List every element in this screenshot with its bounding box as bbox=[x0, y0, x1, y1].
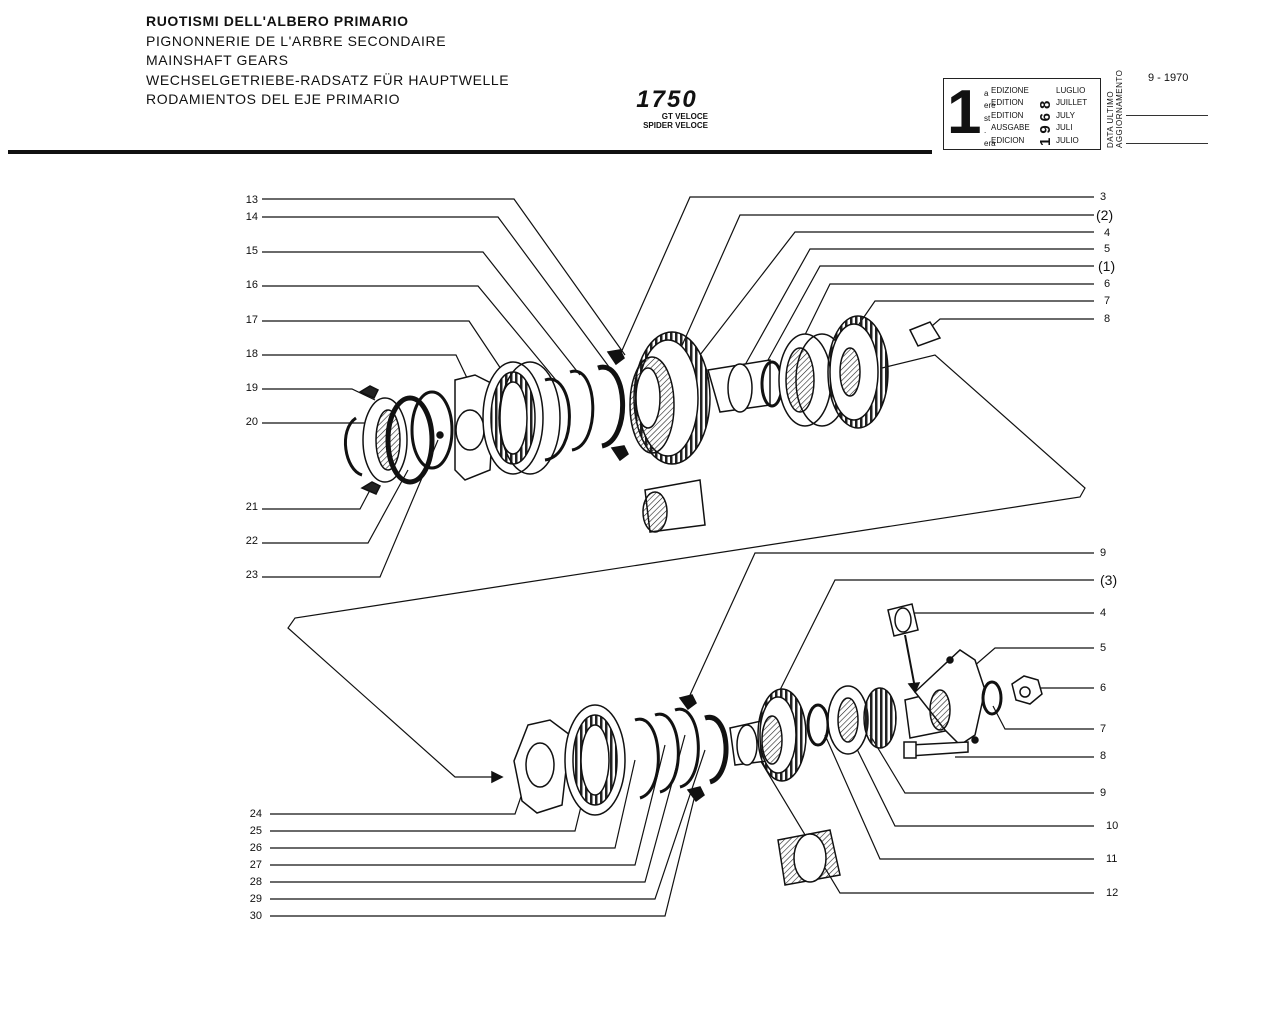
edition-ordinal-suffixes: a ere st . era bbox=[984, 88, 996, 150]
edition-box: 1 a ere st . era EDIZIONE EDITION EDITIO… bbox=[943, 78, 1101, 150]
upper-assembly bbox=[343, 315, 942, 533]
callout-9-lower: 9 bbox=[1100, 787, 1107, 799]
title-italian: RUOTISMI DELL'ALBERO PRIMARIO bbox=[146, 13, 409, 29]
callout-11: 11 bbox=[1106, 853, 1118, 865]
edition-suffix: . bbox=[984, 126, 987, 136]
edition-word: EDIZIONE bbox=[991, 86, 1029, 95]
update-line bbox=[1126, 143, 1208, 144]
header-rule bbox=[8, 150, 932, 154]
callout-22: 22 bbox=[245, 535, 258, 547]
callout-21: 21 bbox=[245, 501, 258, 513]
edition-suffix: ere bbox=[984, 101, 996, 111]
callout-4: 4 bbox=[1104, 227, 1111, 239]
callout-10: 10 bbox=[1106, 820, 1119, 832]
callout-4-lower: 4 bbox=[1100, 607, 1107, 619]
edition-word: EDITION bbox=[991, 110, 1024, 120]
callout-16: 16 bbox=[245, 279, 258, 291]
callout-24: 24 bbox=[249, 808, 262, 820]
edition-months: LUGLIO JUILLET JULY JULI JULIO bbox=[1056, 85, 1087, 147]
callout-14: 14 bbox=[245, 211, 258, 223]
callout-19: 19 bbox=[245, 382, 258, 394]
title-english: MAINSHAFT GEARS bbox=[146, 52, 289, 68]
title-german: WECHSELGETRIEBE-RADSATZ FÜR HAUPTWELLE bbox=[146, 71, 510, 88]
edition-word: EDICION bbox=[991, 135, 1025, 145]
model-badge: 1750 GT VELOCE SPIDER VELOCE bbox=[612, 86, 722, 131]
leader-lines bbox=[262, 196, 1094, 917]
lower-assembly bbox=[491, 603, 1043, 886]
callout-5: 5 bbox=[1104, 243, 1111, 255]
edition-month: JULIO bbox=[1056, 135, 1079, 145]
callout-group-2: (2) bbox=[1096, 207, 1114, 223]
callout-29: 29 bbox=[249, 893, 262, 905]
callout-6-lower: 6 bbox=[1100, 682, 1107, 694]
title-french: PIGNONNERIE DE L'ARBRE SECONDAIRE bbox=[146, 32, 447, 49]
edition-number: 1 bbox=[947, 78, 982, 147]
callout-30: 30 bbox=[249, 910, 262, 922]
callout-20: 20 bbox=[245, 416, 258, 428]
callout-group-1: (1) bbox=[1098, 258, 1116, 274]
callout-group-3: (3) bbox=[1100, 572, 1118, 588]
callout-9-top: 9 bbox=[1100, 547, 1107, 559]
callout-25: 25 bbox=[249, 825, 262, 837]
edition-words: EDIZIONE EDITION EDITION AUSGABE EDICION bbox=[991, 85, 1030, 147]
callout-5-lower: 5 bbox=[1100, 642, 1107, 654]
callout-27: 27 bbox=[249, 859, 262, 871]
last-update-date: 9 - 1970 bbox=[1148, 72, 1189, 84]
edition-month: JUILLET bbox=[1056, 98, 1088, 108]
edition-month: LUGLIO bbox=[1056, 86, 1086, 95]
edition-month: JULI bbox=[1056, 123, 1073, 133]
callout-13: 13 bbox=[245, 194, 258, 206]
title-spanish: RODAMIENTOS DEL EJE PRIMARIO bbox=[146, 91, 401, 107]
title-block: RUOTISMI DELL'ALBERO PRIMARIO PIGNONNERI… bbox=[146, 12, 509, 110]
callout-18: 18 bbox=[245, 348, 258, 360]
callout-8-lower: 8 bbox=[1100, 750, 1107, 762]
callout-15: 15 bbox=[245, 245, 258, 257]
update-line bbox=[1126, 115, 1208, 116]
edition-word: EDITION bbox=[991, 98, 1024, 108]
edition-month: JULY bbox=[1056, 110, 1075, 120]
edition-suffix: era bbox=[984, 138, 996, 148]
callout-7: 7 bbox=[1104, 295, 1111, 307]
callout-3: 3 bbox=[1100, 191, 1107, 203]
callout-8: 8 bbox=[1104, 313, 1111, 325]
edition-word: AUSGABE bbox=[991, 123, 1030, 133]
model-variant-gt: GT VELOCE bbox=[661, 112, 708, 121]
callout-6: 6 bbox=[1104, 278, 1111, 290]
callout-23: 23 bbox=[245, 569, 258, 581]
model-number: 1750 bbox=[636, 86, 698, 113]
callout-26: 26 bbox=[249, 842, 262, 854]
callout-7-lower: 7 bbox=[1100, 723, 1107, 735]
model-variant-spider: SPIDER VELOCE bbox=[643, 121, 708, 130]
edition-suffix: st bbox=[984, 113, 991, 123]
callout-28: 28 bbox=[249, 876, 262, 888]
callout-17: 17 bbox=[245, 314, 258, 326]
edition-suffix: a bbox=[984, 89, 989, 98]
callout-12: 12 bbox=[1106, 887, 1119, 899]
